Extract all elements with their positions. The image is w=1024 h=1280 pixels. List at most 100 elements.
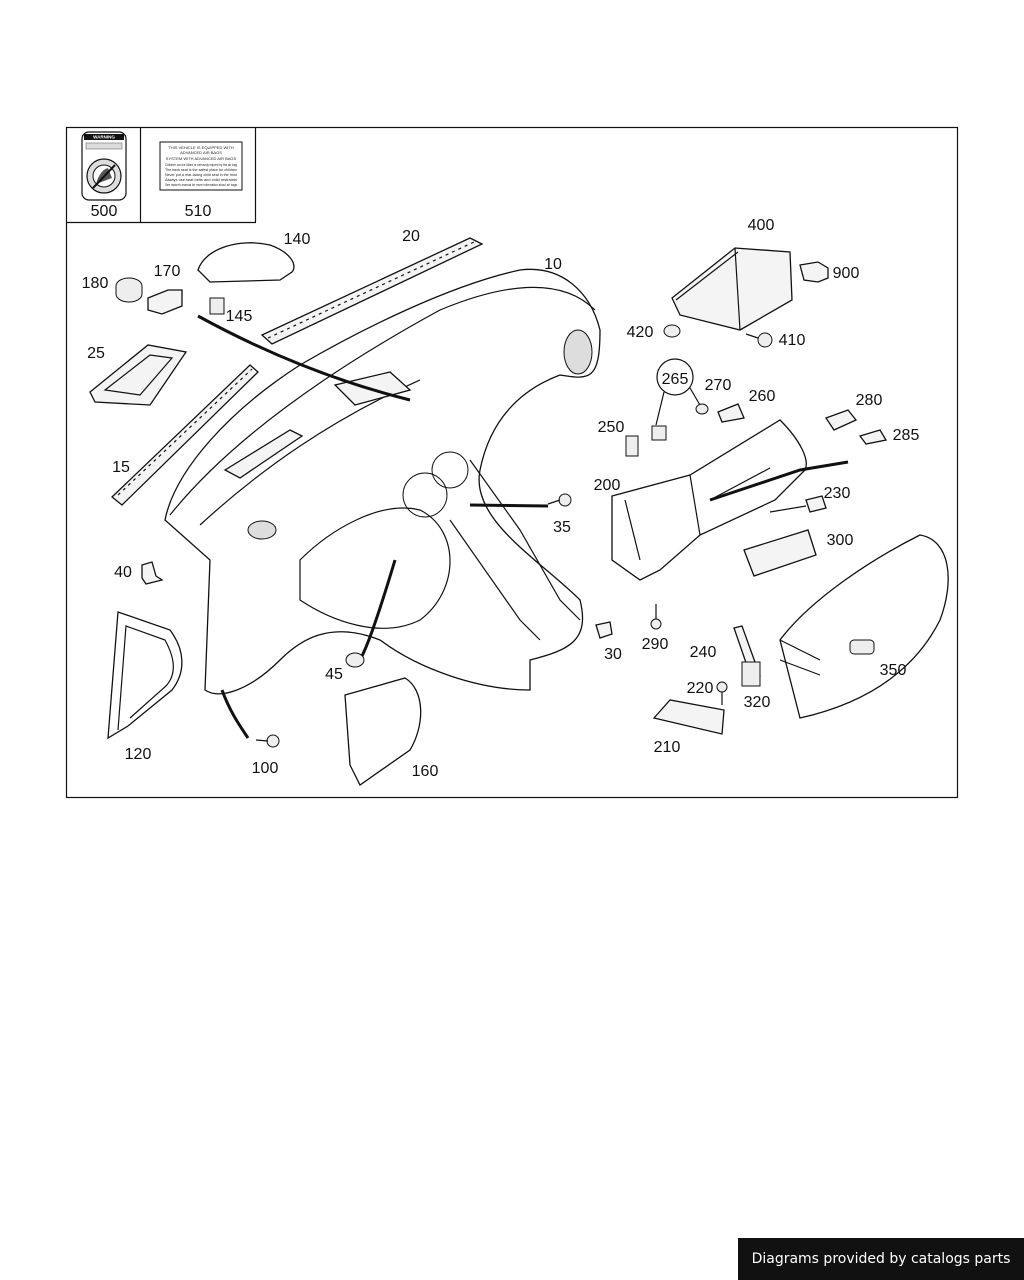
label-510-bullet: The back seat is the safest place for ch… bbox=[165, 167, 237, 172]
callout-270: 270 bbox=[705, 377, 732, 394]
callout-410: 410 bbox=[779, 332, 806, 349]
diagram-frame bbox=[65, 126, 959, 799]
part-230-latch bbox=[805, 495, 827, 513]
part-15-trim-strip bbox=[111, 364, 259, 506]
leader-100 bbox=[220, 689, 250, 739]
part-350-arm bbox=[779, 639, 821, 676]
leader-145 bbox=[197, 314, 411, 402]
callout-510: 510 bbox=[185, 203, 212, 220]
label-510-line3: SYSTEM WITH ADVANCED AIR BAGS bbox=[166, 156, 237, 161]
attribution-text: Diagrams provided by catalogs parts bbox=[751, 1251, 1011, 1267]
part-265-switch bbox=[651, 425, 667, 441]
callout-240: 240 bbox=[690, 644, 717, 661]
part-265-group-ring bbox=[656, 358, 694, 396]
label-510-bullet: See owner's manual for more information … bbox=[165, 182, 237, 187]
part-410-shank bbox=[745, 333, 759, 339]
callout-35: 35 bbox=[553, 519, 571, 536]
label-510-line1: THIS VEHICLE IS EQUIPPED WITH bbox=[168, 145, 233, 150]
part-30-clip bbox=[595, 621, 613, 639]
leader-230 bbox=[769, 505, 807, 513]
part-200-inner bbox=[624, 467, 771, 561]
callout-45: 45 bbox=[325, 666, 343, 683]
callout-120: 120 bbox=[125, 746, 152, 763]
part-10-instrument-bay bbox=[299, 507, 451, 629]
part-160-lower-cover bbox=[344, 677, 422, 786]
callout-30: 30 bbox=[604, 646, 622, 663]
part-180-pad-side bbox=[115, 286, 143, 303]
callout-145: 145 bbox=[226, 308, 253, 325]
part-45-grommet bbox=[345, 652, 365, 668]
part-285-clip bbox=[858, 429, 888, 445]
part-410-screw bbox=[757, 332, 773, 348]
part-35-shank bbox=[547, 499, 561, 505]
leader-400 bbox=[709, 460, 849, 502]
part-25-vent-bezel bbox=[89, 344, 188, 406]
part-10-dashboard bbox=[164, 268, 601, 695]
part-140-cover bbox=[197, 242, 295, 283]
callout-290: 290 bbox=[642, 636, 669, 653]
part-270-bulb bbox=[695, 403, 709, 415]
callout-100: 100 bbox=[252, 760, 279, 777]
callout-140: 140 bbox=[284, 231, 311, 248]
part-265-leader bbox=[655, 387, 701, 426]
label-510-bullet: Always use seat belts and child restrain… bbox=[165, 177, 237, 182]
attribution-footer: Diagrams provided by catalogs parts bbox=[738, 1238, 1024, 1280]
part-280-bracket bbox=[825, 409, 858, 431]
callout-285: 285 bbox=[893, 427, 920, 444]
callout-180: 180 bbox=[82, 275, 109, 292]
callout-10: 10 bbox=[544, 256, 562, 273]
label-510-bullet: Never put a rear-facing child seat in th… bbox=[165, 172, 238, 177]
callout-260: 260 bbox=[749, 388, 776, 405]
part-10-vent-right bbox=[563, 329, 593, 375]
callout-170: 170 bbox=[154, 263, 181, 280]
part-10-upper-edge bbox=[169, 286, 596, 516]
callout-265: 265 bbox=[662, 371, 689, 388]
label-510-line2: ADVANCED AIR BAGS bbox=[180, 150, 222, 155]
callout-500: 500 bbox=[91, 203, 118, 220]
airbag-info-label-510: THIS VEHICLE IS EQUIPPED WITH ADVANCED A… bbox=[159, 141, 243, 191]
part-320-damper bbox=[741, 661, 761, 687]
callout-15: 15 bbox=[112, 459, 130, 476]
part-20-detail bbox=[267, 241, 475, 339]
callout-350: 350 bbox=[880, 662, 907, 679]
part-15-detail bbox=[117, 368, 253, 496]
callout-220: 220 bbox=[687, 680, 714, 697]
callout-25: 25 bbox=[87, 345, 105, 362]
part-300-light bbox=[743, 529, 817, 577]
leader-35 bbox=[469, 503, 549, 508]
part-10-vent-left bbox=[247, 520, 277, 540]
part-290-screw bbox=[650, 618, 662, 630]
part-40-clip bbox=[141, 561, 164, 585]
leader-45 bbox=[360, 559, 397, 657]
warning-label-header: WARNING bbox=[93, 135, 115, 140]
part-260-latch bbox=[717, 403, 745, 423]
callout-230: 230 bbox=[824, 485, 851, 502]
part-900-connector bbox=[799, 261, 829, 283]
label-510-bullet: Children can be killed or seriously inju… bbox=[165, 162, 237, 167]
callout-900: 900 bbox=[833, 265, 860, 282]
part-10-center-stack bbox=[449, 459, 581, 641]
part-120-side-panel bbox=[107, 611, 183, 740]
callout-250: 250 bbox=[598, 419, 625, 436]
part-100-screw-shank bbox=[255, 739, 269, 742]
part-25-inner bbox=[103, 354, 174, 396]
part-250-switch bbox=[625, 435, 639, 457]
callout-280: 280 bbox=[856, 392, 883, 409]
part-210-latch-plate bbox=[652, 699, 725, 735]
part-350-glovebox-lid bbox=[779, 534, 949, 719]
part-400-edge bbox=[675, 247, 741, 331]
callout-20: 20 bbox=[402, 228, 420, 245]
callout-300: 300 bbox=[827, 532, 854, 549]
part-35-screw bbox=[558, 493, 572, 507]
callout-200: 200 bbox=[594, 477, 621, 494]
part-220-screw bbox=[716, 681, 728, 693]
part-170-bracket bbox=[147, 289, 183, 315]
part-200-glovebox-housing bbox=[611, 419, 807, 581]
part-350-handle bbox=[849, 639, 875, 655]
callout-40: 40 bbox=[114, 564, 132, 581]
warning-label-500: WARNING bbox=[81, 131, 127, 201]
part-10-gauge-2 bbox=[431, 451, 469, 489]
part-10-speaker-grille bbox=[223, 429, 304, 479]
part-100-screw bbox=[266, 734, 280, 748]
